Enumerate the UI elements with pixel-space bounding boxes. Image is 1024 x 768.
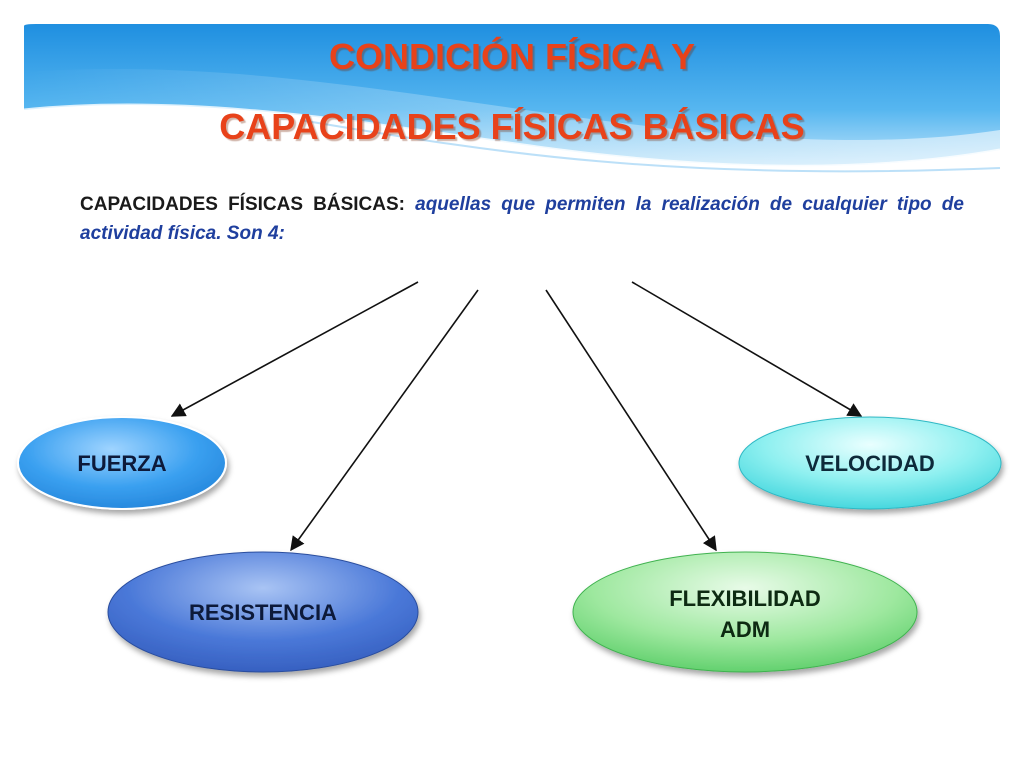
node-fuerza-label: FUERZA — [77, 451, 166, 476]
slide-title-line-2: CAPACIDADES FÍSICAS BÁSICAS — [219, 106, 805, 147]
intro-term: CAPACIDADES FÍSICAS BÁSICAS — [80, 194, 399, 215]
arrow-to-resistencia — [290, 289, 479, 552]
arrow-to-fuerza — [170, 281, 419, 417]
intro-paragraph: CAPACIDADES FÍSICAS BÁSICAS: aquellas qu… — [80, 190, 964, 248]
intro-definition: aquellas que permiten la realización de … — [80, 194, 964, 244]
node-velocidad-label: VELOCIDAD — [805, 451, 935, 476]
arrow-to-velocidad — [631, 281, 863, 417]
intro-colon: : — [398, 194, 405, 215]
node-resistencia-label: RESISTENCIA — [189, 600, 337, 625]
node-fuerza: FUERZA — [17, 416, 227, 510]
node-flexibilidad-label-line-2: ADM — [720, 617, 770, 642]
slide-title-line-1: CONDICIÓN FÍSICA Y — [328, 36, 696, 77]
node-flexibilidad-label-line-1: FLEXIBILIDAD — [669, 586, 821, 611]
node-resistencia: RESISTENCIA — [107, 551, 419, 673]
node-velocidad: VELOCIDAD — [738, 416, 1002, 510]
node-flexibilidad: FLEXIBILIDAD ADM — [572, 551, 918, 673]
arrow-to-flexibilidad — [545, 289, 717, 552]
header-wave-banner — [23, 24, 1001, 173]
